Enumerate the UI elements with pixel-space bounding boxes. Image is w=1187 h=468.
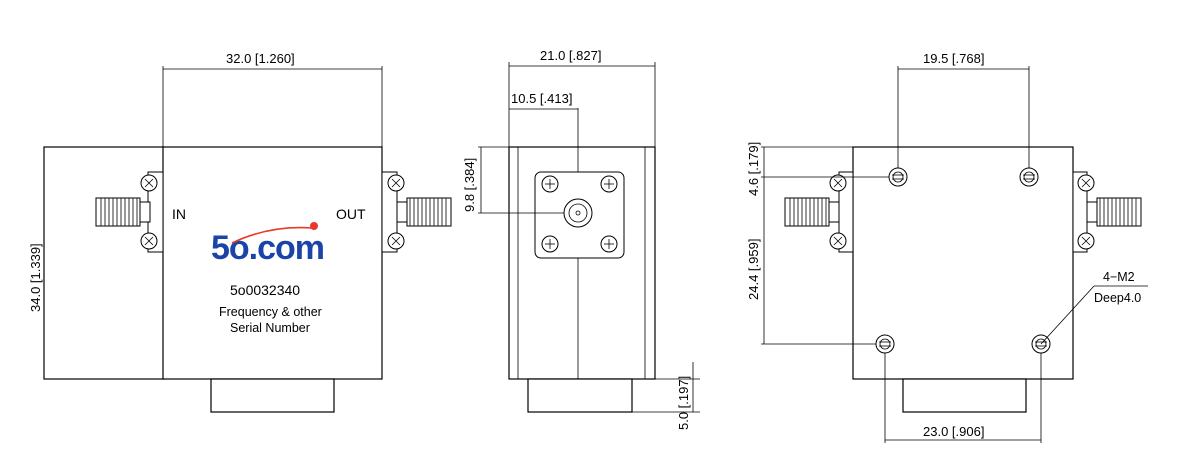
front-width-dim: 32.0 [1.260]: [226, 51, 295, 66]
bottom-left-connector: [784, 197, 840, 227]
bottom-tab: [902, 378, 1027, 413]
side-bottom-tab: [527, 378, 633, 413]
front-view: IN OUT 5o.com 5o0032340 Frequency & othe…: [28, 51, 452, 413]
front-bottom-tab: [210, 378, 335, 413]
side-view: 21.0 [.827] 10.5 [.413] 9.8 [.384] 5.0 […: [462, 48, 700, 430]
hole-callout-line-1: 4−M2: [1103, 270, 1135, 284]
bottom-view: 19.5 [.768] 4.6 [.179] 24.4 [.959] 23.0 …: [746, 51, 1148, 443]
bottom-right-connector: [1086, 197, 1142, 227]
hole-callout-line-2: Deep4.0: [1094, 291, 1141, 305]
logo-text: 5o.com: [211, 229, 324, 267]
bottom-upper-dim: 4.6 [.179]: [746, 142, 761, 196]
note-line-1: Frequency & other: [219, 305, 322, 319]
side-center-dim: 10.5 [.413]: [511, 91, 572, 106]
side-foot-dim: 5.0 [.197]: [676, 376, 691, 430]
note-line-2: Serial Number: [230, 321, 310, 335]
in-label: IN: [172, 206, 186, 222]
bottom-top-spacing-dim: 19.5 [.768]: [923, 51, 984, 66]
bottom-vertical-spacing-dim: 24.4 [.959]: [746, 239, 761, 300]
side-width-dim: 21.0 [.827]: [540, 48, 601, 63]
front-body: [162, 146, 383, 380]
logo-dot: [310, 222, 318, 230]
side-height-dim: 9.8 [.384]: [462, 158, 477, 212]
front-height-dim: 34.0 [1.339]: [28, 243, 43, 312]
part-number: 5o0032340: [230, 282, 300, 298]
out-connector: [396, 197, 452, 227]
in-connector: [95, 197, 151, 227]
out-label: OUT: [336, 206, 366, 222]
bottom-spacing-dim: 23.0 [.906]: [923, 424, 984, 439]
